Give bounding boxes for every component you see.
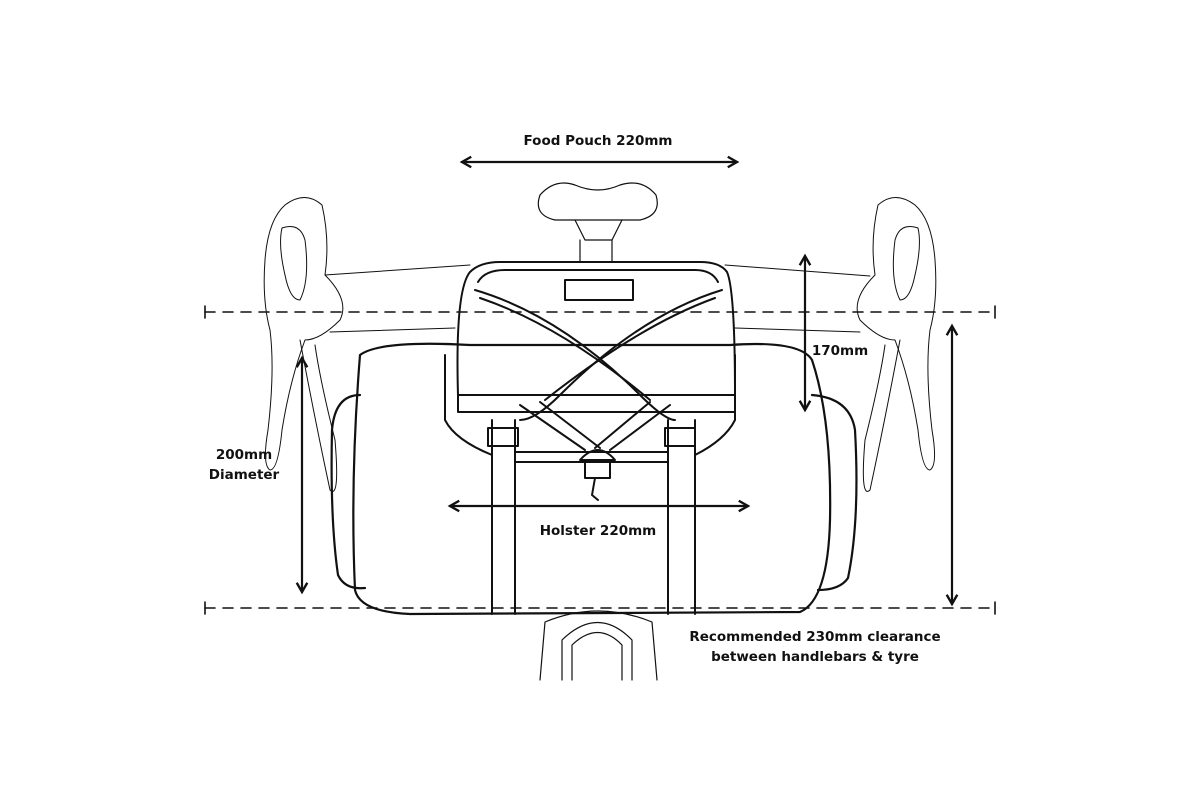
height-label: 170mm bbox=[811, 343, 869, 359]
tyre bbox=[539, 610, 658, 681]
clearance-lines bbox=[204, 311, 996, 609]
left-brake-lever bbox=[263, 197, 344, 492]
roll-bag bbox=[330, 342, 858, 616]
handlebar bbox=[324, 264, 871, 333]
food-pouch-label: Food Pouch 220mm bbox=[523, 133, 673, 149]
diameter-word-label: Diameter bbox=[208, 467, 280, 483]
diameter-value-label: 200mm bbox=[215, 447, 273, 463]
straps bbox=[444, 354, 736, 615]
right-brake-lever bbox=[856, 197, 937, 492]
clearance-label-line1: Recommended 230mm clearance bbox=[689, 629, 941, 645]
clearance-label-line2: between handlebars & tyre bbox=[711, 649, 919, 665]
food-pouch bbox=[456, 261, 736, 501]
holster-label: Holster 220mm bbox=[539, 523, 657, 539]
saddle bbox=[537, 182, 658, 263]
